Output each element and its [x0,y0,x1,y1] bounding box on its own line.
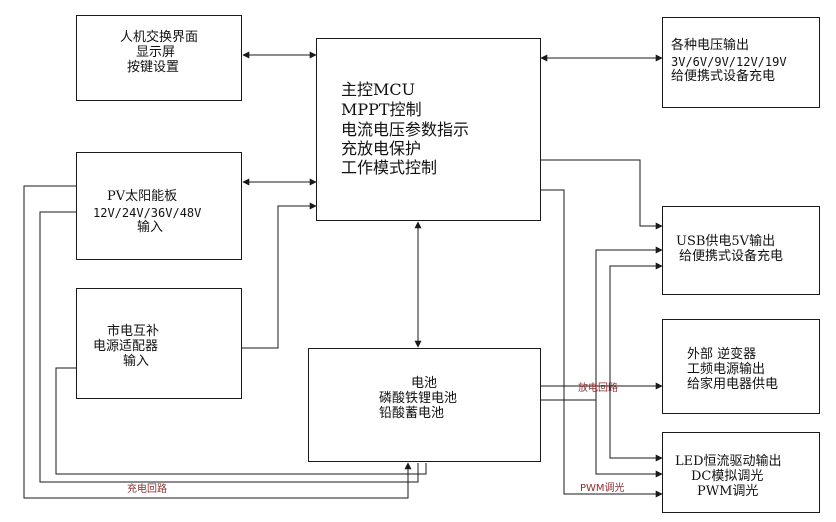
led-box: LED恒流驱动输出 DC模拟调光 PWM调光 [662,432,820,513]
pwm-dimming-label: PWM调光 [580,483,625,494]
mcu-protection: 充放电保护 [341,139,422,158]
charge-loop-label: 充电回路 [127,484,167,495]
usb-box: USB供电5V输出 给便携式设备充电 [662,206,820,295]
rail-led-2 [595,400,663,478]
battery-title: 电池 [411,376,438,391]
battery-box: 电池 磷酸铁锂电池 铅酸蓄电池 [308,348,541,462]
mcu-usb-link [541,159,663,230]
mcu-box: 主控MCU MPPT控制 电流电压参数指示 充放电保护 工作模式控制 [316,38,541,221]
inverter-title: 外部 逆变器 [687,347,757,362]
mains-adapter: 电源适配器 [93,339,159,354]
pv-charge-loop-outer [23,185,412,499]
pv-input: 输入 [137,220,164,235]
voltage-output-box: 各种电压输出 3V/6V/9V/12V/19V 给便携式设备充电 [662,17,820,108]
rail-led-1 [609,386,663,462]
mcu-pwm-line [541,189,663,498]
mains-title: 市电互补 [107,324,160,339]
voltage-output-title: 各种电压输出 [671,38,750,53]
led-dc-dimming: DC模拟调光 [691,469,764,484]
battery-lifepo4: 磷酸铁锂电池 [379,391,458,406]
usb-title: USB供电5V输出 [676,234,776,249]
battery-leadacid: 铅酸蓄电池 [379,406,445,421]
pv-title: PV太阳能板 [107,189,178,204]
rail-usb-2 [609,262,663,386]
mains-mcu-link [241,202,317,349]
mcu-indicator: 电流电压参数指示 [341,120,470,139]
hmi-keys: 按键设置 [127,60,180,75]
pv-voltages: 12V/24V/36V/48V [93,206,202,220]
hmi-display: 显示屏 [136,45,176,60]
inverter-box: 外部 逆变器 工频电源输出 给家用电器供电 [662,319,820,414]
hmi-box: 人机交换界面 显示屏 按键设置 [76,15,242,101]
mcu-mppt: MPPT控制 [341,100,422,119]
mains-charge-line [55,367,427,475]
pv-box: PV太阳能板 12V/24V/36V/48V 输入 [76,152,242,260]
discharge-loop-label: 放电回路 [578,383,618,394]
mains-box: 市电互补 电源适配器 输入 [76,288,242,399]
mcu-title: 主控MCU [341,80,416,99]
rail-usb-1 [595,246,663,400]
led-pwm-dimming: PWM调光 [697,484,759,499]
led-title: LED恒流驱动输出 [675,454,782,469]
usb-desc: 给便携式设备充电 [679,249,784,264]
mains-input: 输入 [123,354,150,369]
inverter-desc: 给家用电器供电 [687,377,779,392]
inverter-output: 工频电源输出 [687,362,766,377]
hmi-title: 人机交换界面 [120,30,199,45]
mcu-mode: 工作模式控制 [341,158,438,177]
voltage-output-values: 3V/6V/9V/12V/19V [671,55,787,69]
pv-charge-loop-inner [39,211,419,483]
voltage-output-desc: 给便携式设备充电 [671,69,776,84]
